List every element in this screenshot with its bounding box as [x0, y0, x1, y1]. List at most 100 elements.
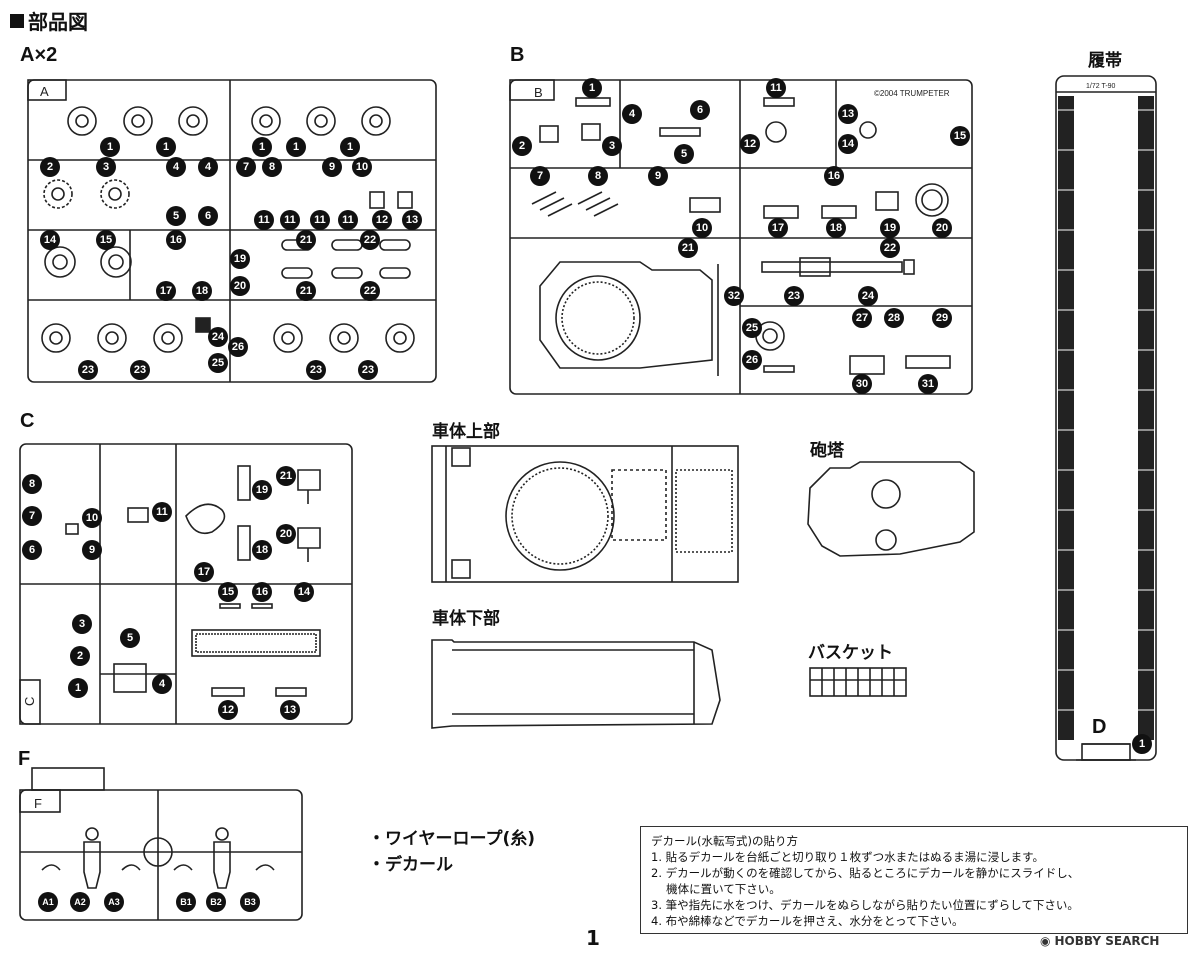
- part-badge: 2: [40, 157, 60, 177]
- part-badge: 1: [582, 78, 602, 98]
- part-badge: 9: [322, 157, 342, 177]
- turret-drawing: [807, 461, 975, 557]
- part-badge: 15: [218, 582, 238, 602]
- part-badge: 19: [880, 218, 900, 238]
- part-badge: 21: [678, 238, 698, 258]
- road-wheels-a: [41, 106, 415, 353]
- part-badge: 14: [40, 230, 60, 250]
- decal-step: 4. 布や綿棒などでデカールを押さえ、水分をとって下さい。: [651, 914, 964, 928]
- part-badge: 21: [296, 281, 316, 301]
- part-badge: B3: [240, 892, 260, 912]
- part-badge: 22: [360, 230, 380, 250]
- page-number: 1: [586, 926, 600, 950]
- part-badge: 6: [690, 100, 710, 120]
- part-badge: 21: [276, 466, 296, 486]
- part-badge: 9: [648, 166, 668, 186]
- part-badge: 11: [254, 210, 274, 230]
- part-badge: 17: [156, 281, 176, 301]
- part-badge: 23: [130, 360, 150, 380]
- part-badge: B1: [176, 892, 196, 912]
- part-badge: 19: [230, 249, 250, 269]
- part-badge: 29: [932, 308, 952, 328]
- b-copyright: ©2004 TRUMPETER: [874, 89, 950, 98]
- part-badge: 14: [294, 582, 314, 602]
- tracks-heading: 履帯: [1088, 51, 1122, 71]
- part-badge: A2: [70, 892, 90, 912]
- part-badge: 20: [932, 218, 952, 238]
- lower-hull-drawing: [431, 639, 721, 729]
- decal-step: 1. 貼るデカールを台紙ごと切り取り１枚ずつ水またはぬるま湯に浸します。: [651, 850, 1044, 864]
- upper-hull-drawing: [431, 445, 739, 583]
- part-badge: 21: [296, 230, 316, 250]
- decal-instructions: デカール(水転写式)の貼り方 1. 貼るデカールを台紙ごと切り取り１枚ずつ水また…: [640, 826, 1188, 934]
- part-badge: 28: [884, 308, 904, 328]
- part-badge: 26: [228, 337, 248, 357]
- part-badge: 4: [198, 157, 218, 177]
- part-badge: 8: [262, 157, 282, 177]
- part-badge: 8: [22, 474, 42, 494]
- part-badge: 11: [280, 210, 300, 230]
- extras-list: ・ワイヤーロープ(糸) ・デカール: [368, 826, 535, 878]
- extras-item-decal: ・デカール: [368, 855, 453, 875]
- part-badge: 5: [166, 206, 186, 226]
- hull-plate-b21: [539, 261, 719, 376]
- part-badge: 11: [310, 210, 330, 230]
- part-badge: 23: [306, 360, 326, 380]
- part-badge: 18: [192, 281, 212, 301]
- part-badge: 10: [352, 157, 372, 177]
- logo-mark-icon: ◉: [1040, 934, 1051, 948]
- part-badge: 16: [824, 166, 844, 186]
- section-b-heading: B: [510, 44, 525, 66]
- part-badge: 31: [918, 374, 938, 394]
- part-badge: 7: [530, 166, 550, 186]
- part-badge: 2: [512, 136, 532, 156]
- title-square-icon: [10, 13, 24, 28]
- part-badge: 23: [784, 286, 804, 306]
- part-badge: 20: [276, 524, 296, 544]
- part-badge: 4: [152, 674, 172, 694]
- crew-figures-f: [41, 827, 275, 889]
- part-badge: 10: [82, 508, 102, 528]
- section-f-heading: F: [18, 748, 31, 770]
- part-badge: 13: [838, 104, 858, 124]
- part-badge: 32: [724, 286, 744, 306]
- section-a-heading: A×2: [20, 44, 58, 66]
- sprue-f-tag: F: [34, 796, 42, 811]
- part-badge: 16: [166, 230, 186, 250]
- part-badge: B2: [206, 892, 226, 912]
- part-badge: 12: [372, 210, 392, 230]
- part-badge: 22: [360, 281, 380, 301]
- part-badge: 13: [280, 700, 300, 720]
- part-badge: 15: [96, 230, 116, 250]
- decal-step: 3. 筆や指先に水をつけ、デカールをぬらしながら貼りたい位置にずらして下さい。: [651, 898, 1079, 912]
- turret-heading: 砲塔: [810, 441, 844, 461]
- part-badge: 4: [166, 157, 186, 177]
- sprue-c-tag: C: [22, 697, 37, 706]
- part-badge: 23: [78, 360, 98, 380]
- part-badge: 7: [22, 506, 42, 526]
- part-badge: 17: [768, 218, 788, 238]
- part-badge: 19: [252, 480, 272, 500]
- part-badge: 3: [72, 614, 92, 634]
- part-badge: A3: [104, 892, 124, 912]
- part-badge: 25: [208, 353, 228, 373]
- decal-step: 機体に置いて下さい。: [651, 882, 781, 896]
- part-badge: 10: [692, 218, 712, 238]
- sprue-f-frame: [19, 767, 303, 921]
- part-badge: 1: [156, 137, 176, 157]
- section-c-heading: C: [20, 410, 35, 432]
- part-badge: 1: [68, 678, 88, 698]
- part-badge: 2: [70, 646, 90, 666]
- c-parts: [65, 465, 321, 697]
- sprue-b-tag: B: [534, 85, 543, 100]
- part-badge: 24: [208, 327, 228, 347]
- upper-hull-heading: 車体上部: [432, 422, 500, 442]
- decal-heading: デカール(水転写式)の貼り方: [651, 834, 798, 848]
- part-badge: 16: [252, 582, 272, 602]
- part-badge: 24: [858, 286, 878, 306]
- extras-item-wire-rope: ・ワイヤーロープ(糸): [368, 829, 536, 849]
- part-badge: 1: [1132, 734, 1152, 754]
- part-badge: A1: [38, 892, 58, 912]
- track-scale: 1/72 T-90: [1086, 83, 1116, 90]
